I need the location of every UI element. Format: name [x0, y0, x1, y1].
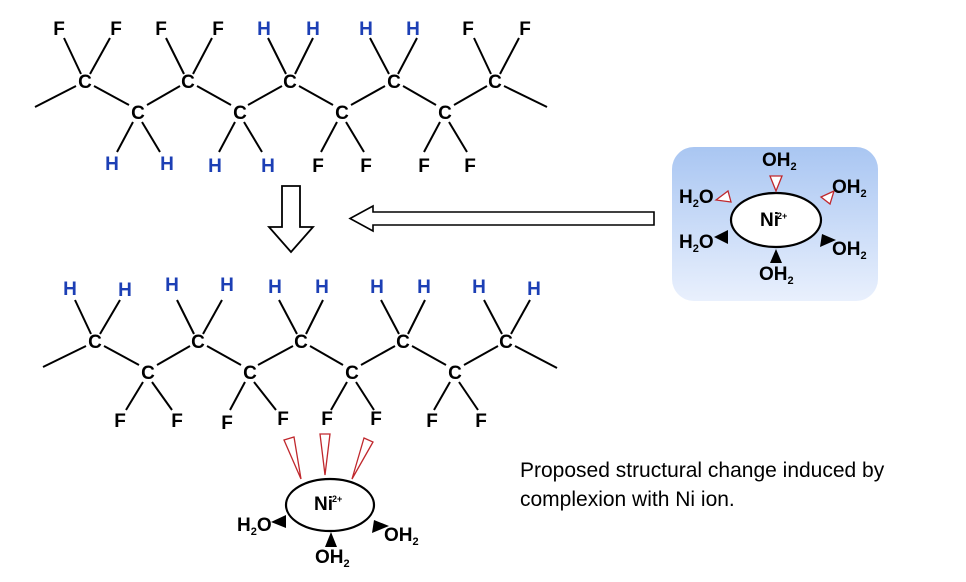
substituent-atom: H: [63, 279, 77, 300]
top-polymer-chain: C C C C C C C C C F F F F H H H H F F H …: [34, 19, 548, 177]
bottom-chain-bonds: [42, 299, 558, 411]
bottom-chain-up-substituents: H H H H H H H H H H: [63, 275, 541, 301]
substituent-atom: H: [406, 19, 420, 40]
substituent-atom: H: [315, 277, 329, 298]
nickel-symbol: Ni: [314, 494, 333, 515]
substituent-atom: F: [114, 411, 126, 432]
substituent-atom: H: [306, 19, 320, 40]
substituent-atom: H: [165, 275, 179, 296]
carbon-atom: C: [438, 103, 452, 124]
carbon-atom: C: [387, 72, 401, 93]
carbon-atom: C: [141, 363, 155, 384]
substituent-atom: F: [212, 19, 224, 40]
top-chain-carbons: C C C C C C C C C: [78, 72, 502, 124]
substituent-atom: F: [462, 19, 474, 40]
substituent-atom: F: [360, 156, 372, 177]
water-ligand-left: H2O: [237, 515, 272, 538]
water-ligand-upper-right: OH2: [832, 177, 867, 200]
water-ligand-bottom: OH2: [759, 264, 794, 287]
substituent-atom: H: [160, 154, 174, 175]
substituent-atom: H: [118, 280, 132, 301]
substituent-atom: F: [464, 156, 476, 177]
water-ligand-right: OH2: [384, 525, 419, 548]
left-arrow: [348, 204, 655, 233]
substituent-atom: F: [171, 411, 183, 432]
nickel-symbol: Ni: [760, 210, 779, 231]
substituent-atom: H: [261, 156, 275, 177]
open-wedge: [714, 189, 732, 203]
filled-wedge: [325, 532, 337, 547]
substituent-atom: H: [268, 277, 282, 298]
top-chain-up-substituents: F F F F H H H H F F: [53, 19, 531, 40]
bottom-chain-carbons: C C C C C C C C C: [88, 332, 513, 384]
open-wedge: [769, 175, 783, 193]
nickel-ion-ellipse: [729, 191, 823, 249]
substituent-atom: H: [257, 19, 271, 40]
carbon-atom: C: [448, 363, 462, 384]
nickel-charge: 2+: [777, 211, 787, 221]
substituent-atom: F: [221, 413, 233, 434]
hydrated-nickel-panel: Ni 2+ OH2 H2O OH2 H2O OH2 OH2: [672, 147, 878, 301]
carbon-atom: C: [488, 72, 502, 93]
open-wedge: [819, 189, 836, 206]
substituent-atom: F: [321, 409, 333, 430]
substituent-atom: H: [105, 154, 119, 175]
carbon-atom: C: [396, 332, 410, 353]
open-wedge: [283, 436, 302, 480]
down-arrow: [267, 185, 315, 254]
substituent-atom: F: [475, 411, 487, 432]
carbon-atom: C: [191, 332, 205, 353]
substituent-atom: F: [370, 409, 382, 430]
substituent-atom: F: [155, 19, 167, 40]
top-chain-down-substituents: H H H H F F F F: [105, 154, 476, 177]
filled-wedge: [271, 515, 286, 528]
substituent-atom: H: [370, 277, 384, 298]
carbon-atom: C: [131, 103, 145, 124]
substituent-atom: F: [53, 19, 65, 40]
substituent-atom: H: [208, 156, 222, 177]
substituent-atom: H: [472, 277, 486, 298]
substituent-atom: H: [220, 275, 234, 296]
water-ligand-bottom: OH2: [315, 547, 350, 570]
substituent-atom: H: [359, 19, 373, 40]
nickel-charge: 2+: [332, 494, 342, 504]
carbon-atom: C: [233, 103, 247, 124]
carbon-atom: C: [499, 332, 513, 353]
water-ligand-lower-left: H2O: [679, 232, 714, 255]
water-ligand-lower-right: OH2: [832, 239, 867, 262]
substituent-atom: F: [519, 19, 531, 40]
carbon-atom: C: [335, 103, 349, 124]
filled-wedge: [372, 520, 389, 533]
open-wedge: [319, 433, 331, 476]
top-chain-bonds: [34, 37, 548, 153]
filled-wedge: [770, 249, 782, 263]
carbon-atom: C: [283, 72, 297, 93]
figure-caption: Proposed structural change induced by co…: [520, 459, 885, 511]
nickel-ion-ellipse: [284, 477, 376, 533]
water-ligand-top: OH2: [762, 150, 797, 173]
substituent-atom: F: [312, 156, 324, 177]
carbon-atom: C: [181, 72, 195, 93]
substituent-atom: F: [426, 411, 438, 432]
filled-wedge: [714, 230, 728, 244]
open-wedge: [351, 437, 374, 480]
carbon-atom: C: [345, 363, 359, 384]
bottom-polymer-chain: C C C C C C C C C H H H H H H H H H H F …: [42, 275, 558, 434]
bottom-chain-down-substituents: F F F F F F F F: [114, 409, 487, 434]
carbon-atom: C: [78, 72, 92, 93]
bound-nickel-complex: Ni 2+ H2O OH2 OH2: [237, 433, 419, 570]
substituent-atom: F: [277, 409, 289, 430]
carbon-atom: C: [243, 363, 257, 384]
carbon-atom: C: [294, 332, 308, 353]
carbon-atom: C: [88, 332, 102, 353]
substituent-atom: F: [110, 19, 122, 40]
substituent-atom: H: [417, 277, 431, 298]
water-ligand-upper-left: H2O: [679, 187, 714, 210]
substituent-atom: H: [527, 279, 541, 300]
filled-wedge: [820, 234, 836, 247]
substituent-atom: F: [418, 156, 430, 177]
